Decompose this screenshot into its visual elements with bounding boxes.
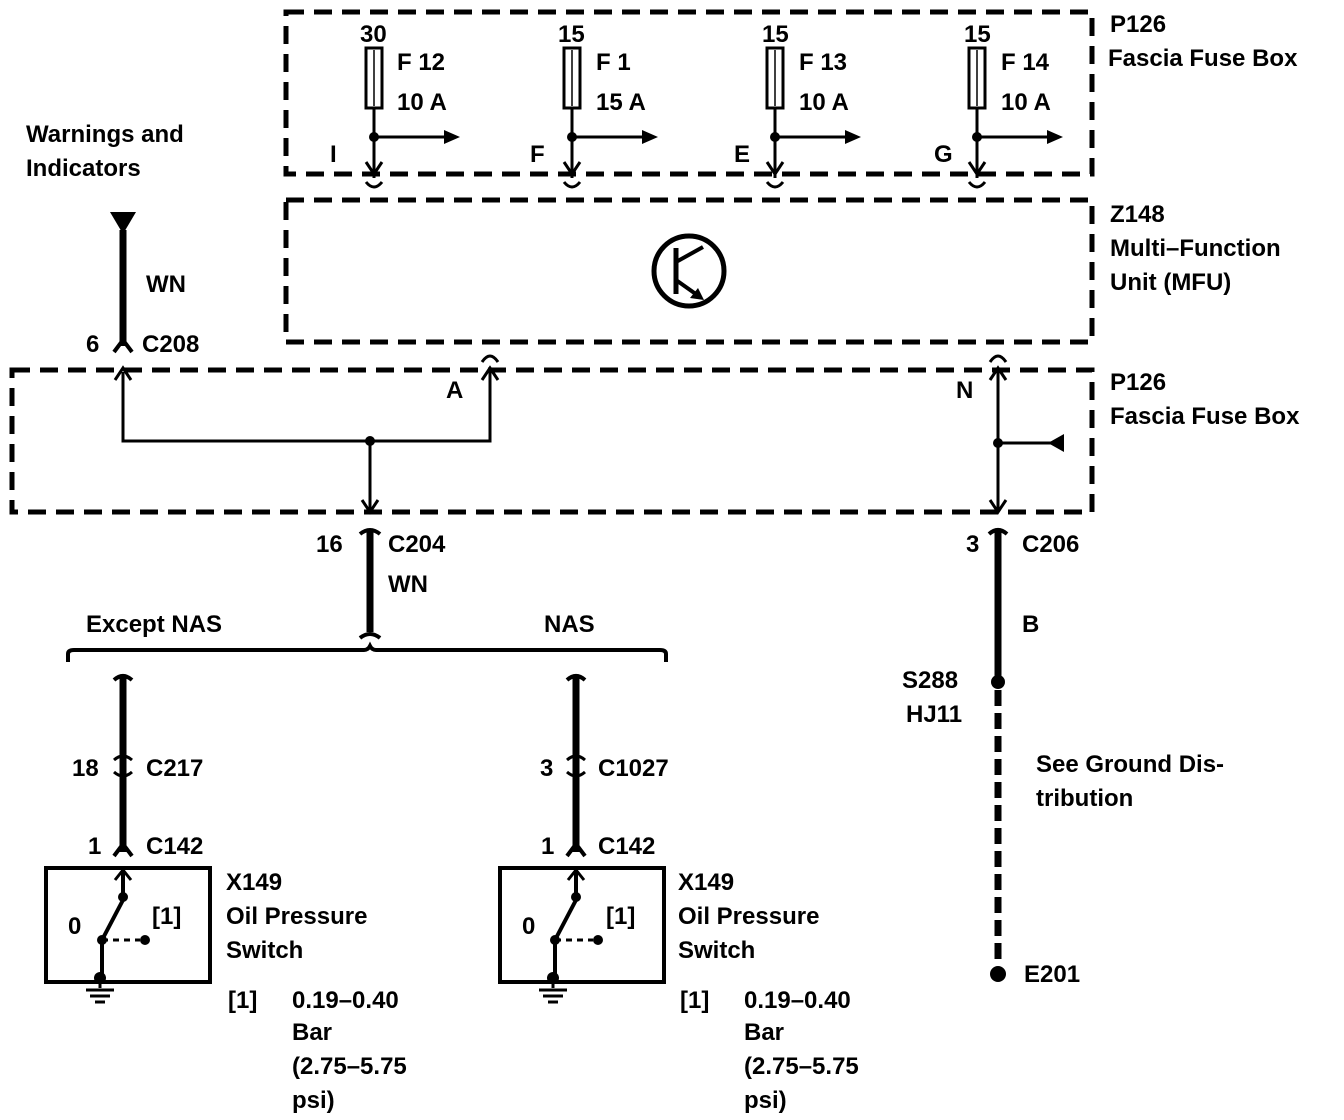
- branch-left-label: Except NAS: [86, 611, 222, 638]
- ground-note-line1: See Ground Dis-: [1036, 751, 1224, 778]
- fuse-pin-label: F: [530, 141, 545, 168]
- left-branch: 18 C217 1 C142 0 [1] X149 Oil Pressure S…: [44, 674, 407, 1114]
- left-pos1: [1]: [152, 903, 181, 930]
- left-note-key: [1]: [228, 987, 257, 1014]
- ground-note-line2: tribution: [1036, 785, 1133, 812]
- right-inline-connector: C1027: [598, 755, 669, 782]
- warnings-wire-color: WN: [146, 271, 186, 298]
- pin-a-label: A: [446, 377, 463, 404]
- mfu-ref: Z148: [1110, 201, 1165, 228]
- left-switch-housing: [44, 866, 212, 984]
- fuse-rating: 10 A: [1001, 89, 1051, 116]
- fuse-pin-label: G: [934, 141, 953, 168]
- fuse-supply-label: 30: [360, 21, 387, 48]
- fuse-box-top-outline: [283, 9, 1095, 177]
- fuse-pin-label: E: [734, 141, 750, 168]
- left-inline-pin: 18: [72, 755, 99, 782]
- right-pos1: [1]: [606, 903, 635, 930]
- c204-wire-color: WN: [388, 571, 428, 598]
- c206-connector: C206: [1022, 531, 1079, 558]
- warnings-label-line2: Indicators: [26, 155, 141, 182]
- fuse-id: F 1: [596, 49, 631, 76]
- harness-ref: HJ11: [906, 701, 962, 728]
- warnings-label-line1: Warnings and: [26, 121, 184, 148]
- branch-bracket: [66, 641, 668, 662]
- right-note-line3: (2.75–5.75: [744, 1053, 859, 1080]
- c204-connector: C204: [388, 531, 446, 558]
- fuse-box-top-name: Fascia Fuse Box: [1108, 45, 1298, 72]
- right-note-line2: Bar: [744, 1019, 784, 1046]
- right-switch-name-line2: Switch: [678, 937, 755, 964]
- pin-n-label: N: [956, 377, 973, 404]
- c204-pin: 16: [316, 531, 343, 558]
- fuse-rating: 15 A: [596, 89, 646, 116]
- fuse-rating: 10 A: [397, 89, 447, 116]
- fuse-pin-label: I: [330, 141, 337, 168]
- fuse-id: F 13: [799, 49, 847, 76]
- left-switch-name-line2: Switch: [226, 937, 303, 964]
- fuse-box-bottom-outline: [9, 367, 1095, 515]
- left-switch-connector: C142: [146, 833, 203, 860]
- left-note-line2: Bar: [292, 1019, 332, 1046]
- fuse-supply-label: 15: [964, 21, 991, 48]
- left-pos0: 0: [68, 913, 81, 940]
- ground-icon: [539, 978, 567, 1004]
- fuse-id: F 12: [397, 49, 445, 76]
- right-switch-ref: X149: [678, 869, 734, 896]
- left-note-line1: 0.19–0.40: [292, 987, 399, 1014]
- fuse-f14: 15 F 14 10 A G: [934, 21, 1063, 189]
- right-inline-pin: 3: [540, 755, 553, 782]
- mfu-name-line1: Multi–Function: [1110, 235, 1281, 262]
- c206-pin: 3: [966, 531, 979, 558]
- transistor-icon: [651, 233, 727, 309]
- warnings-pin: 6: [86, 331, 99, 358]
- right-branch: 3 C1027 1 C142 0 [1] X149 Oil Pressure S…: [498, 674, 859, 1114]
- signal-arrow-icon: [110, 212, 136, 234]
- warnings-connector: C208: [142, 331, 199, 358]
- left-switch-ref: X149: [226, 869, 282, 896]
- fuse-f12: 30 F 12 10 A I: [330, 21, 460, 189]
- left-inline-connector: C217: [146, 755, 203, 782]
- internal-bus-wire: [121, 372, 492, 443]
- ground-e201-icon: [990, 966, 1006, 982]
- ground-path: 3 C206 B S288 HJ11 See Ground Dis- tribu…: [902, 528, 1224, 988]
- right-switch-connector: C142: [598, 833, 655, 860]
- ground-icon: [86, 978, 114, 1004]
- fuse-supply-label: 15: [558, 21, 585, 48]
- fuse-rating: 10 A: [799, 89, 849, 116]
- right-note-key: [1]: [680, 987, 709, 1014]
- fuse-id: F 14: [1001, 49, 1050, 76]
- branch-right-label: NAS: [544, 611, 595, 638]
- fuse-box-top-ref: P126: [1110, 11, 1166, 38]
- fuse-supply-label: 15: [762, 21, 789, 48]
- right-pos0: 0: [522, 913, 535, 940]
- mfu-name-line2: Unit (MFU): [1110, 269, 1231, 296]
- left-note-line3: (2.75–5.75: [292, 1053, 407, 1080]
- splice-ref: S288: [902, 667, 958, 694]
- fuse-f13: 15 F 13 10 A E: [734, 21, 861, 189]
- fuse-f1: 15 F 1 15 A F: [530, 21, 658, 189]
- left-note-line4: psi): [292, 1087, 335, 1114]
- ground-ref: E201: [1024, 961, 1080, 988]
- right-switch-housing: [498, 866, 666, 984]
- right-note-line1: 0.19–0.40: [744, 987, 851, 1014]
- mfu-outline: [283, 197, 1095, 345]
- oil-pressure-switch-icon: [94, 867, 150, 984]
- right-switch-name-line1: Oil Pressure: [678, 903, 819, 930]
- fuse-box-bottom-ref: P126: [1110, 369, 1166, 396]
- splice-s288: [991, 675, 1005, 689]
- left-switch-name-line1: Oil Pressure: [226, 903, 367, 930]
- right-switch-pin: 1: [541, 833, 554, 860]
- c206-wire-color: B: [1022, 611, 1039, 638]
- right-note-line4: psi): [744, 1087, 787, 1114]
- fuse-box-bottom-name: Fascia Fuse Box: [1110, 403, 1300, 430]
- oil-pressure-switch-icon: [547, 867, 603, 984]
- left-switch-pin: 1: [88, 833, 101, 860]
